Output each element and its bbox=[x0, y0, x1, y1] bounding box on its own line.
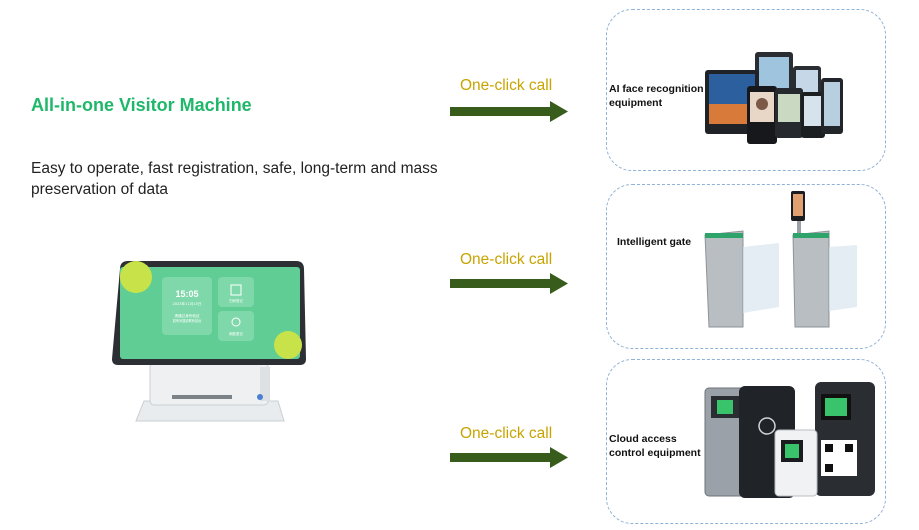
screen-bottom-right-label: 刷脸登记 bbox=[229, 331, 243, 336]
screen-left-sub: 如有问题请联系前台 bbox=[173, 318, 202, 323]
cloud-access-devices-image bbox=[704, 382, 875, 498]
face-recognition-devices-image bbox=[705, 52, 843, 144]
device-card-intelligent-gate: Intelligent gate bbox=[606, 184, 886, 349]
screen-top-right-label: 扫码登记 bbox=[229, 298, 243, 303]
arrow-right-icon-2 bbox=[450, 273, 568, 294]
intelligent-gate-image bbox=[704, 191, 857, 328]
one-click-call-label-1: One-click call bbox=[460, 77, 553, 94]
visitor-machine-image: 15:05 2023年11月15日 请通过身份验证 如有问题请联系前台 扫码登记… bbox=[112, 261, 306, 422]
one-click-call-label-2: One-click call bbox=[460, 251, 553, 268]
page-title: All-in-one Visitor Machine bbox=[31, 95, 252, 115]
description-text: Easy to operate, fast registration, safe… bbox=[31, 160, 438, 198]
device-label-face-recognition: AI face recognition equipment bbox=[609, 83, 704, 109]
screen-date: 2023年11月15日 bbox=[172, 301, 201, 306]
device-label-cloud-access: Cloud access control equipment bbox=[609, 433, 701, 459]
device-card-face-recognition: AI face recognition equipment bbox=[606, 9, 886, 171]
one-click-call-label-3: One-click call bbox=[460, 425, 553, 442]
arrow-right-icon-3 bbox=[450, 447, 568, 468]
device-card-cloud-access: Cloud access control equipment bbox=[606, 359, 886, 524]
screen-time: 15:05 bbox=[175, 289, 198, 299]
device-label-intelligent-gate: Intelligent gate bbox=[617, 236, 692, 248]
screen-left-caption: 请通过身份验证 bbox=[174, 313, 200, 318]
arrow-right-icon-1 bbox=[450, 101, 568, 122]
